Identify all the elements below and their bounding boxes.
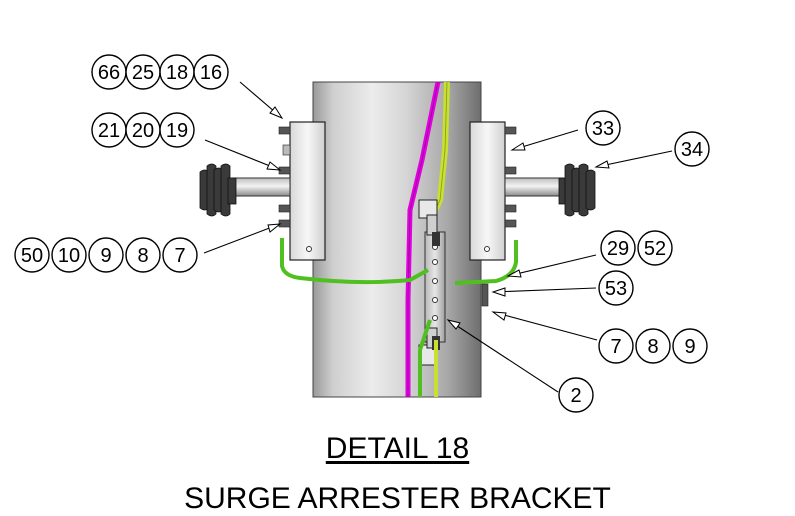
callout-number: 7 [174,245,185,267]
right-surge-arrester [504,163,596,217]
detail-drawing: 66 25 18 16 21 20 19 50 10 9 8 7 33 34 29 52 53 7 8 9 2 [14,54,710,413]
callout-bubble: 18 [159,54,195,90]
callout-number: 53 [605,278,627,300]
callout-right-upper: 29 52 [600,230,673,266]
callout-number: 20 [132,120,154,142]
callout-number: 8 [647,336,658,358]
callout-bubble: 20 [125,112,161,148]
callout-bubble: 7 [162,237,198,273]
wire-clamp-top [418,199,440,246]
leader-lines [203,81,673,393]
detail-title-text: DETAIL 18 [325,432,470,465]
left-green-jumper [280,238,429,285]
callout-number: 66 [98,62,120,84]
callout-number: 9 [100,245,111,267]
callout-bubble: 10 [51,237,87,273]
callout-right-insulator: 34 [674,131,710,167]
callout-top-right: 33 [585,110,621,146]
right-green-jumper [454,240,518,285]
detail-title: DETAIL 18 [0,432,795,466]
callout-number: 19 [166,120,188,142]
callout-number: 52 [644,238,666,260]
callout-right-lower: 7 8 9 [598,328,708,364]
green-down-wire [418,319,432,397]
pole [312,81,482,398]
callout-lower-left: 50 10 9 8 7 [14,237,198,273]
callout-number: 21 [98,120,120,142]
callout-upper-left: 21 20 19 [91,112,195,148]
callout-bubble: 8 [635,328,671,364]
callout-bubble: 33 [585,110,621,146]
callout-number: 33 [592,118,614,140]
callout-bubble: 9 [672,328,708,364]
callout-bubble: 66 [91,54,127,90]
callout-bubble: 2 [558,377,594,413]
callout-number: 7 [610,336,621,358]
callout-bubble: 25 [125,54,161,90]
callout-number: 34 [681,139,703,161]
callout-bubble: 21 [91,112,127,148]
callout-bubble: 52 [637,230,673,266]
callout-bubble: 19 [159,112,195,148]
callout-number: 8 [137,245,148,267]
callout-bottom: 2 [558,377,594,413]
callout-number: 2 [570,385,581,407]
callout-bubble: 9 [88,237,124,273]
callout-bubble: 34 [674,131,710,167]
left-bracket [278,121,326,261]
callout-bubble: 50 [14,237,50,273]
detail-subtitle: SURGE ARRESTER BRACKET [184,482,611,515]
callout-number: 10 [58,245,80,267]
callout-bubble: 16 [193,54,229,90]
callout-right-middle: 53 [598,270,634,306]
callout-top-left: 66 25 18 16 [91,54,229,90]
callout-number: 25 [132,62,154,84]
callout-number: 16 [200,62,222,84]
callout-number: 9 [684,336,695,358]
callout-number: 29 [607,238,629,260]
callout-number: 18 [166,62,188,84]
callout-bubbles: 66 25 18 16 21 20 19 50 10 9 8 7 33 34 29 52 53 7 8 9 2 [14,54,710,413]
callout-bubble: 8 [125,237,161,273]
callout-number: 50 [21,245,43,267]
callout-bubble: 53 [598,270,634,306]
left-surge-arrester [199,163,291,217]
callout-bubble: 7 [598,328,634,364]
callout-bubble: 29 [600,230,636,266]
